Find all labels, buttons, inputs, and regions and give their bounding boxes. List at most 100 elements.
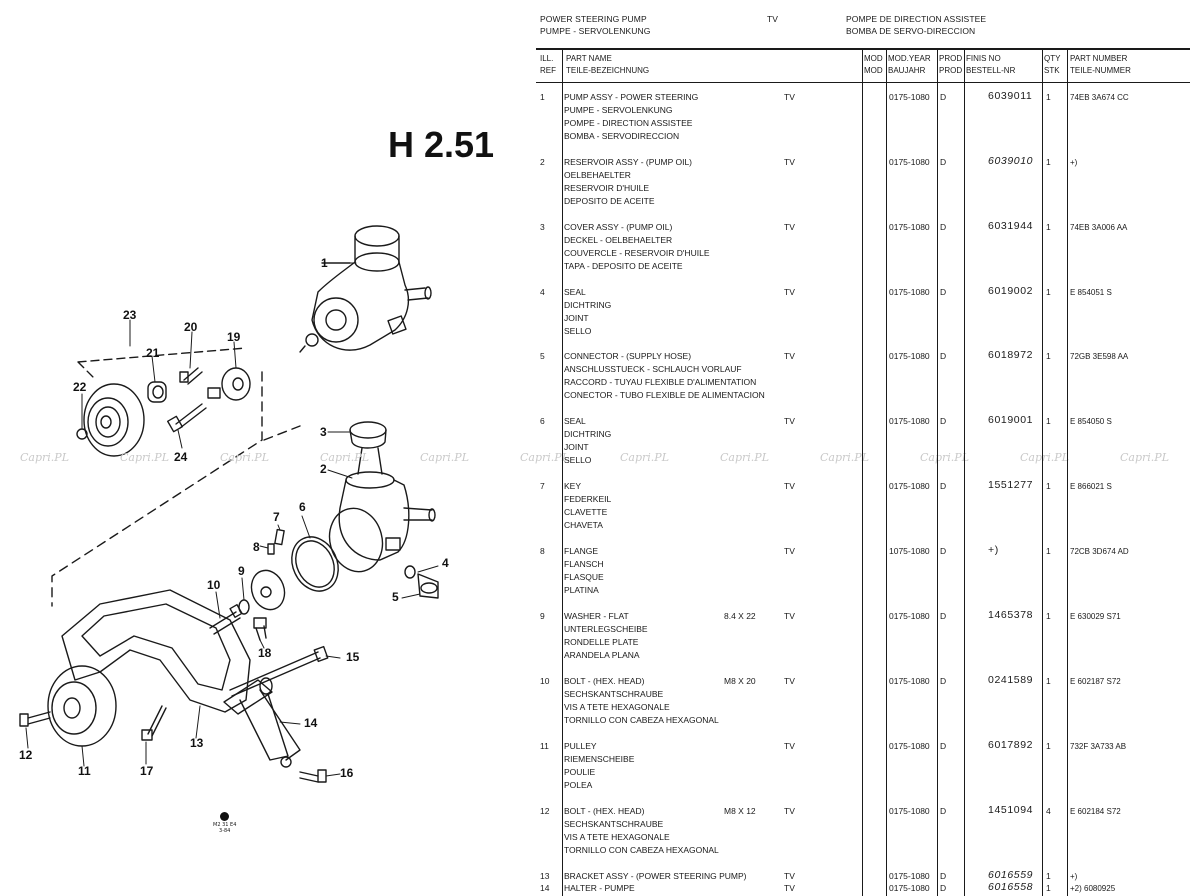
section-title-es: BOMBA DE SERVO-DIRECCION [846, 26, 976, 36]
part-name-line: CONECTOR - TUBO FLEXIBLE DE ALIMENTACION [564, 390, 765, 400]
callout-4: 4 [442, 556, 449, 570]
seal-ring-drawing [291, 536, 339, 592]
mod-year-cell: 0175-1080 [889, 741, 930, 751]
qty-cell: 1 [1046, 157, 1051, 167]
part-name-line: DECKEL - OELBEHAELTER [564, 235, 673, 245]
qty-cell: 1 [1046, 416, 1051, 426]
reservoir-drawing [328, 421, 436, 573]
watermark: Capri.PL [720, 451, 769, 464]
part-name-line: BOLT - (HEX. HEAD) [564, 806, 645, 816]
prod-cell: D [940, 741, 947, 751]
part-name-line: POMPE - DIRECTION ASSISTEE [564, 118, 693, 128]
part-number-cell: E 854051 S [1070, 288, 1112, 297]
part-name-line: FLANGE [564, 546, 599, 556]
prod-cell: D [940, 222, 947, 232]
part-name-line: DICHTRING [564, 429, 612, 439]
watermark: Capri.PL [520, 451, 569, 464]
finis-number-cell: 6019001 [988, 414, 1034, 426]
watermark: Capri.PL [20, 451, 69, 464]
prod-cell: D [940, 806, 947, 816]
part-name-line: FEDERKEIL [564, 494, 612, 504]
watermark: Capri.PL [620, 451, 669, 464]
model-code-cell: TV [784, 741, 795, 751]
part-name-line: SELLO [564, 326, 592, 336]
part-number-cell: E 602184 S72 [1070, 807, 1121, 816]
watermark: Capri.PL [1120, 451, 1169, 464]
finis-number-cell: 6019002 [988, 285, 1034, 297]
part-name-cell: COVER ASSY - (PUMP OIL) DECKEL - OELBEHAE… [564, 221, 710, 273]
finis-number-cell: 6039011 [988, 90, 1033, 102]
ill-ref-cell: 13 [540, 871, 550, 881]
part-name-line: OELBEHAELTER [564, 170, 631, 180]
part-size-cell: M8 X 20 [724, 676, 756, 686]
callout-11: 11 [78, 764, 91, 778]
watermark: Capri.PL [320, 451, 369, 464]
part-number-cell: E 866021 S [1070, 482, 1112, 491]
mod-year-cell: 0175-1080 [889, 416, 930, 426]
part-name-line: COVER ASSY - (PUMP OIL) [564, 222, 673, 232]
finis-number-cell: +) [988, 544, 999, 556]
part-name-line: ANSCHLUSSTUECK - SCHLAUCH VORLAUF [564, 364, 742, 374]
column-divider [964, 50, 965, 896]
callout-17: 17 [140, 764, 154, 778]
part-name-line: RIEMENSCHEIBE [564, 754, 635, 764]
prod-cell: D [940, 546, 947, 556]
callout-16: 16 [340, 766, 354, 780]
part-name-line: SECHSKANTSCHRAUBE [564, 689, 664, 699]
watermark: Capri.PL [1020, 451, 1069, 464]
qty-cell: 1 [1046, 546, 1051, 556]
part-name-line: DICHTRING [564, 300, 612, 310]
part-name-line: FLASQUE [564, 572, 604, 582]
part-number-cell: 732F 3A733 AB [1070, 742, 1127, 751]
callout-9: 9 [238, 564, 245, 578]
ill-ref-cell: 5 [540, 351, 545, 361]
mod-year-cell: 0175-1080 [889, 883, 930, 893]
finis-number-cell: 6039010 [988, 155, 1034, 167]
part-number-cell: 72GB 3E598 AA [1070, 352, 1129, 361]
part-name-line: COUVERCLE - RESERVOIR D'HUILE [564, 248, 710, 258]
mod-year-cell: 1075-1080 [889, 546, 930, 556]
code-dot-icon [220, 812, 230, 821]
qty-cell: 1 [1046, 222, 1051, 232]
part-name-line: BRACKET ASSY - (POWER STEERING PUMP) [564, 871, 747, 881]
callout-21: 21 [146, 346, 160, 360]
mod-year-cell: 0175-1080 [889, 157, 930, 167]
part-name-line: VIS A TETE HEXAGONALE [564, 832, 670, 842]
part-name-line: RACCORD - TUYAU FLEXIBLE D'ALIMENTATION [564, 377, 757, 387]
part-name-line: CONNECTOR - (SUPPLY HOSE) [564, 351, 692, 361]
qty-cell: 1 [1046, 287, 1051, 297]
column-divider [1067, 50, 1068, 896]
section-title-de: PUMPE - SERVOLENKUNG [540, 26, 651, 36]
finis-number-cell: 1551277 [988, 479, 1034, 491]
mod-year-cell: 0175-1080 [889, 611, 930, 621]
part-name-line: RONDELLE PLATE [564, 637, 639, 647]
callout-12: 12 [19, 748, 33, 762]
finis-number-cell: 6031944 [988, 220, 1034, 232]
part-number-cell: 72CB 3D674 AD [1070, 547, 1129, 556]
qty-cell: 1 [1046, 481, 1051, 491]
part-name-line: PULLEY [564, 741, 597, 751]
part-name-line: TORNILLO CON CABEZA HEXAGONAL [564, 715, 719, 725]
model-code-cell: TV [784, 222, 795, 232]
part-name-line: HALTER - PUMPE [564, 883, 635, 893]
part-name-cell: HALTER - PUMPE [564, 882, 635, 895]
page-code: H 2.51 [388, 124, 495, 165]
ill-ref-cell: 3 [540, 222, 545, 232]
ill-ref-cell: 9 [540, 611, 545, 621]
mod-year-cell: 0175-1080 [889, 871, 930, 881]
qty-cell: 1 [1046, 741, 1051, 751]
finis-number-cell: 0241589 [988, 674, 1034, 686]
part-size-cell: 8.4 X 22 [724, 611, 756, 621]
part-name-line: BOLT - (HEX. HEAD) [564, 676, 645, 686]
part-name-line: DEPOSITO DE ACEITE [564, 196, 655, 206]
part-number-cell: +) [1070, 158, 1078, 167]
prod-cell: D [940, 676, 947, 686]
prod-cell: D [940, 481, 947, 491]
